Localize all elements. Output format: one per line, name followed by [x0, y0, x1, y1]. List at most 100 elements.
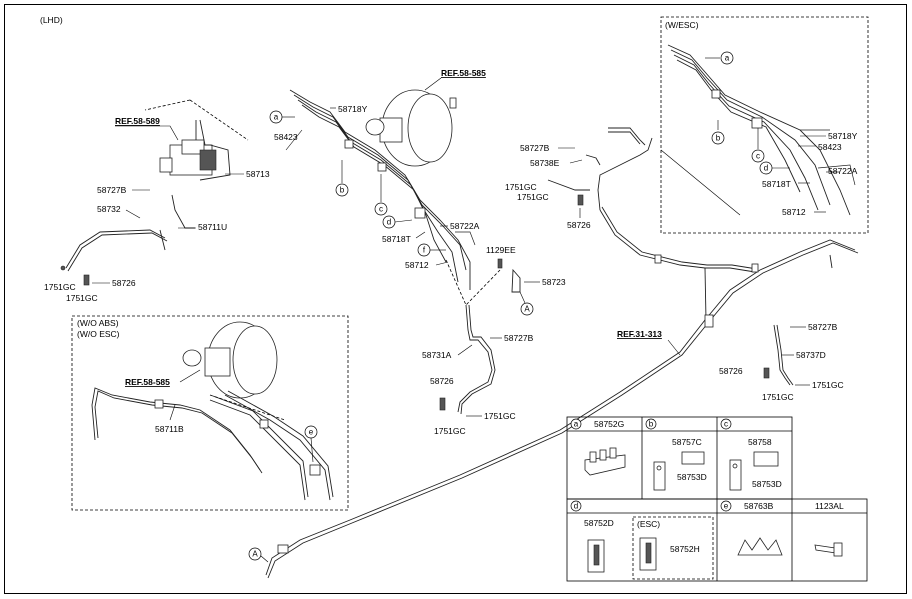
label-1751GC-mid2: 1751GC — [434, 426, 466, 436]
inset-woabs-title-2: (W/O ESC) — [77, 329, 120, 339]
callout-A-mid: A — [520, 302, 534, 316]
label-58722A-esc: 58722A — [828, 166, 858, 176]
label-58732: 58732 — [97, 204, 121, 214]
label-1751GC-left2: 1751GC — [66, 293, 98, 303]
label-58727B-far: 58727B — [808, 322, 838, 332]
rear-brake-line — [265, 206, 859, 579]
label-58718T-esc: 58718T — [762, 179, 791, 189]
svg-text:c: c — [379, 205, 383, 214]
svg-text:a: a — [274, 113, 279, 122]
label-58727B-rt: 58727B — [520, 143, 550, 153]
label-58726-rt: 58726 — [567, 220, 591, 230]
bolt-1123AL — [814, 542, 843, 557]
legend-code-b: b — [645, 418, 657, 430]
legend-extra-part: 1123AL — [815, 501, 844, 511]
clip-58752G — [584, 447, 626, 476]
ref-31-313: REF.31-313 — [617, 329, 662, 339]
ref-58-585-top: REF.58-585 — [441, 68, 486, 78]
svg-text:A: A — [524, 305, 530, 314]
label-58727B-left: 58727B — [97, 185, 127, 195]
svg-text:f: f — [423, 246, 426, 255]
clip-58763B — [737, 537, 783, 556]
label-58712-esc: 58712 — [782, 207, 806, 217]
parts-legend-table — [566, 416, 868, 582]
svg-text:a: a — [725, 54, 730, 63]
label-58423-top: 58423 — [274, 132, 298, 142]
callout-c-esc: c — [751, 149, 765, 163]
inset-woabs-box — [71, 315, 349, 511]
callout-a-esc: a — [720, 51, 734, 65]
label-1129EE: 1129EE — [486, 245, 516, 255]
legend-d-esc: (ESC) — [637, 519, 660, 529]
label-58423-esc: 58423 — [818, 142, 842, 152]
inset-wesc-title: (W/ESC) — [665, 20, 699, 30]
label-1751GC-mid1: 1751GC — [484, 411, 516, 421]
label-1751GC-far1: 1751GC — [812, 380, 844, 390]
legend-c-part2: 58753D — [752, 479, 782, 489]
label-58711U: 58711U — [198, 222, 227, 232]
booster-woabs — [182, 321, 278, 399]
inset-woabs-title-1: (W/O ABS) — [77, 318, 119, 328]
inset-wesc-box — [660, 16, 869, 234]
label-1751GC-left1: 1751GC — [44, 282, 76, 292]
label-58726-left: 58726 — [112, 278, 136, 288]
label-1751GC-rt2: 1751GC — [517, 192, 549, 202]
svg-text:c: c — [756, 152, 760, 161]
label-58726-mid: 58726 — [430, 376, 454, 386]
label-58726-far: 58726 — [719, 366, 743, 376]
callout-d-top: d — [382, 215, 396, 229]
callout-c-top: c — [374, 202, 388, 216]
label-58718Y-top: 58718Y — [338, 104, 368, 114]
label-58718Y-esc: 58718Y — [828, 131, 858, 141]
bracket-58758 — [729, 451, 779, 491]
clip-58752H — [639, 537, 657, 571]
svg-text:e: e — [309, 428, 314, 437]
legend-code-a: a — [570, 418, 582, 430]
label-58731A: 58731A — [422, 350, 452, 360]
legend-d-part2: 58752H — [670, 544, 700, 554]
label-58718T-mid: 58718T — [382, 234, 411, 244]
callout-b-top: b — [335, 183, 349, 197]
callout-d-esc: d — [759, 161, 773, 175]
label-1751GC-rt1: 1751GC — [505, 182, 537, 192]
legend-code-c: c — [720, 418, 732, 430]
brake-booster — [365, 89, 457, 167]
svg-text:a: a — [574, 420, 579, 429]
svg-text:c: c — [724, 420, 728, 429]
main-brake-lines — [289, 89, 476, 290]
svg-text:d: d — [387, 218, 391, 227]
wesc-brake-lines — [667, 44, 856, 216]
svg-text:d: d — [574, 502, 578, 511]
callout-A-bottom: A — [248, 547, 262, 561]
abs-module — [159, 139, 217, 176]
svg-text:A: A — [252, 550, 258, 559]
legend-code-d: d — [570, 500, 582, 512]
legend-b-part1: 58757C — [672, 437, 702, 447]
callout-b-esc: b — [711, 131, 725, 145]
bracket-58757C — [653, 451, 705, 491]
variant-label: (LHD) — [40, 15, 63, 25]
label-58712-mid: 58712 — [405, 260, 429, 270]
legend-c-part1: 58758 — [748, 437, 772, 447]
label-58737D: 58737D — [796, 350, 826, 360]
svg-text:b: b — [649, 420, 654, 429]
svg-text:b: b — [340, 186, 345, 195]
legend-b-part2: 58753D — [677, 472, 707, 482]
woabs-brake-lines — [91, 387, 334, 501]
legend-e-part: 58763B — [744, 501, 774, 511]
legend-a-part: 58752G — [594, 419, 624, 429]
clip-58752D — [587, 539, 605, 573]
svg-text:d: d — [764, 164, 768, 173]
svg-text:b: b — [716, 134, 721, 143]
label-1751GC-far2: 1751GC — [762, 392, 794, 402]
svg-text:e: e — [724, 502, 729, 511]
legend-d-esc-box — [632, 516, 714, 580]
callout-a-top: a — [269, 110, 283, 124]
callout-f: f — [417, 243, 431, 257]
ref-58-589: REF.58-589 — [115, 116, 160, 126]
label-58723: 58723 — [542, 277, 566, 287]
diagram-frame — [4, 4, 907, 594]
ref-58-585-inset: REF.58-585 — [125, 377, 170, 387]
callout-e: e — [304, 425, 318, 439]
